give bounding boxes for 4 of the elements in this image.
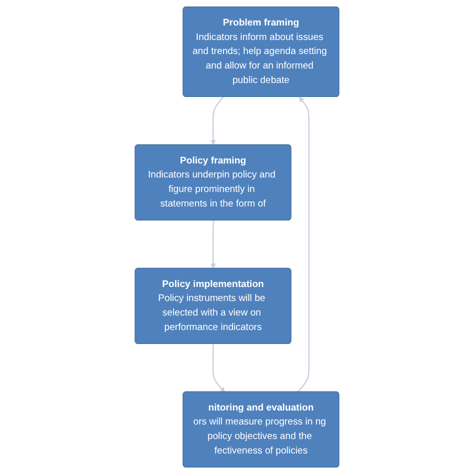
arrow	[212, 344, 226, 392]
arrow	[210, 220, 216, 269]
arrow	[210, 96, 224, 146]
arrow	[297, 96, 310, 392]
